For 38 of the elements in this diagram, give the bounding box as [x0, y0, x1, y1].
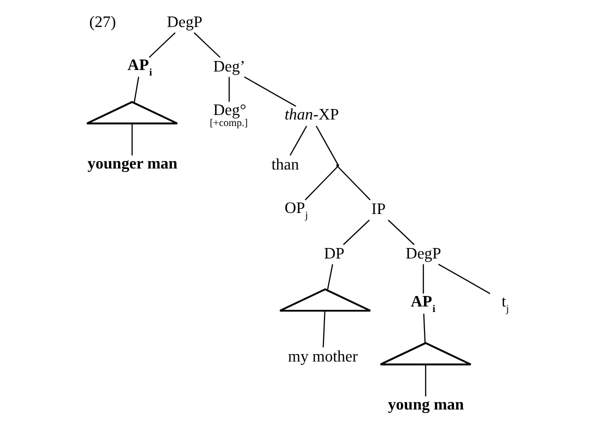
connector — [422, 264, 424, 294]
node-text: IP — [370, 201, 386, 218]
connector — [322, 311, 325, 348]
connector — [304, 166, 338, 200]
connector — [193, 32, 220, 58]
node-text: young man — [387, 396, 464, 414]
connector — [342, 220, 370, 246]
connector — [424, 364, 426, 396]
connector — [131, 124, 132, 156]
connector — [133, 76, 139, 103]
node-text: DP — [323, 246, 344, 263]
node-text: Deg° [+comp.] — [209, 102, 248, 130]
node-triangle — [86, 100, 178, 124]
connector — [326, 264, 333, 290]
node-text: DegP — [405, 246, 441, 263]
connector — [336, 166, 370, 200]
node-text: than-XP — [284, 106, 338, 124]
node-point — [336, 164, 339, 167]
connector — [422, 314, 426, 344]
connector — [244, 76, 296, 107]
node-text: AP$_{i}$ — [127, 57, 152, 79]
connector — [387, 220, 414, 246]
node-text: than — [270, 156, 298, 174]
node-text: AP$_{i}$ — [410, 294, 435, 316]
label: (27) — [88, 14, 116, 31]
node-text: younger man — [87, 155, 177, 172]
node-text: OP$_{j}$ — [284, 200, 308, 222]
node-triangle — [379, 342, 472, 366]
connector — [289, 126, 307, 156]
connector — [315, 126, 338, 164]
connector — [228, 76, 230, 102]
node-triangle — [278, 288, 371, 312]
node-text: Deg’ — [212, 58, 245, 76]
node-text: my mother — [288, 348, 358, 366]
node-text: t$_{j}$ — [501, 294, 509, 316]
connector — [438, 264, 490, 294]
connector — [148, 32, 176, 58]
node-text: DegP — [166, 14, 202, 31]
